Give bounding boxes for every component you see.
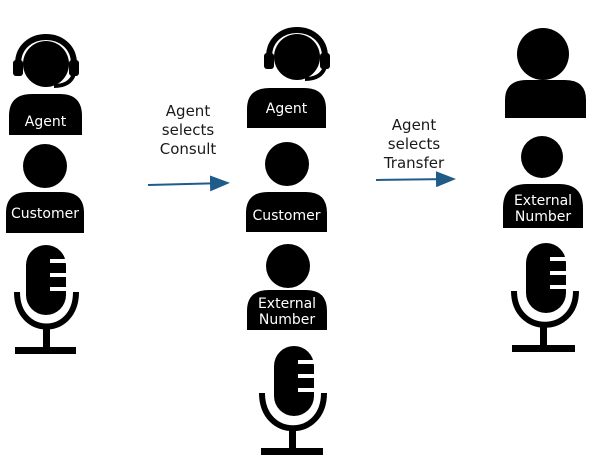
external-number-person-icon: [503, 136, 583, 228]
step-line: Transfer: [383, 154, 445, 172]
customer-person-icon: [246, 142, 327, 232]
person-icon: [505, 28, 586, 118]
external-number-label: External Number: [247, 296, 327, 328]
agent-label: Agent: [265, 101, 308, 117]
step-line: selects: [387, 135, 441, 153]
customer-label: Customer: [252, 208, 321, 224]
agent-headset-icon: [9, 34, 82, 135]
step-line: Consult: [159, 140, 217, 158]
external-line: Number: [514, 209, 572, 225]
step-line: Agent: [165, 102, 211, 120]
consult-arrow: [147, 175, 230, 192]
microphone-icon: [14, 245, 79, 354]
customer-person-icon: [6, 144, 84, 233]
consult-step-label: Agent selects Consult: [146, 102, 230, 159]
microphone-icon: [259, 346, 327, 455]
transfer-arrow: [375, 171, 456, 188]
external-line: External: [513, 193, 573, 209]
external-line: Number: [258, 312, 316, 328]
agent-headset-icon: [247, 27, 330, 128]
microphone-icon: [511, 243, 579, 352]
step-line: Agent: [391, 116, 437, 134]
step-line: selects: [161, 121, 215, 139]
customer-label: Customer: [10, 206, 79, 222]
external-line: External: [257, 296, 317, 312]
external-number-person-icon: [247, 244, 327, 330]
agent-label: Agent: [24, 114, 67, 130]
transfer-step-label: Agent selects Transfer: [372, 116, 456, 173]
external-number-label: External Number: [503, 193, 583, 225]
